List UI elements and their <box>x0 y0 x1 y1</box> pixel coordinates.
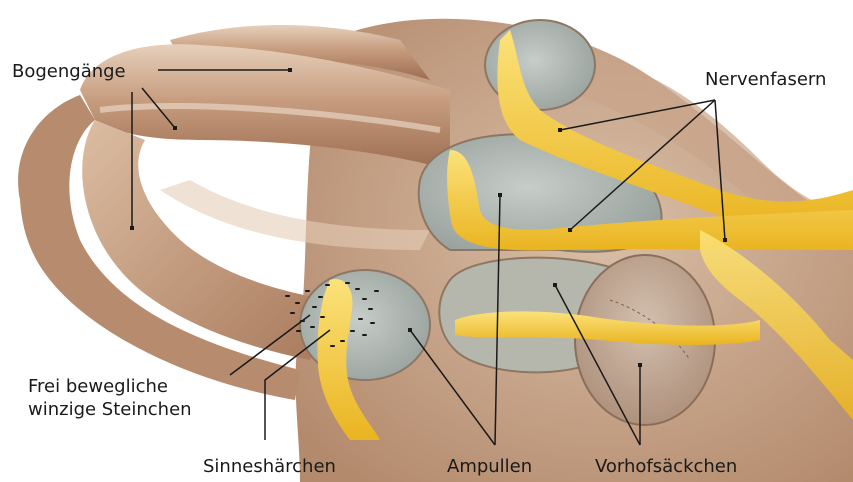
label-steinchen-line1: Frei bewegliche <box>28 375 192 398</box>
label-sinneshaerchen: Sinneshärchen <box>203 455 336 478</box>
label-ampullen: Ampullen <box>447 455 532 478</box>
label-vorhofsaeckchen: Vorhofsäckchen <box>595 455 737 478</box>
label-steinchen-line2: winzige Steinchen <box>28 398 192 421</box>
label-nervenfasern: Nervenfasern <box>705 68 826 91</box>
label-steinchen: Frei bewegliche winzige Steinchen <box>28 375 192 421</box>
label-bogengaenge: Bogengänge <box>12 60 126 83</box>
